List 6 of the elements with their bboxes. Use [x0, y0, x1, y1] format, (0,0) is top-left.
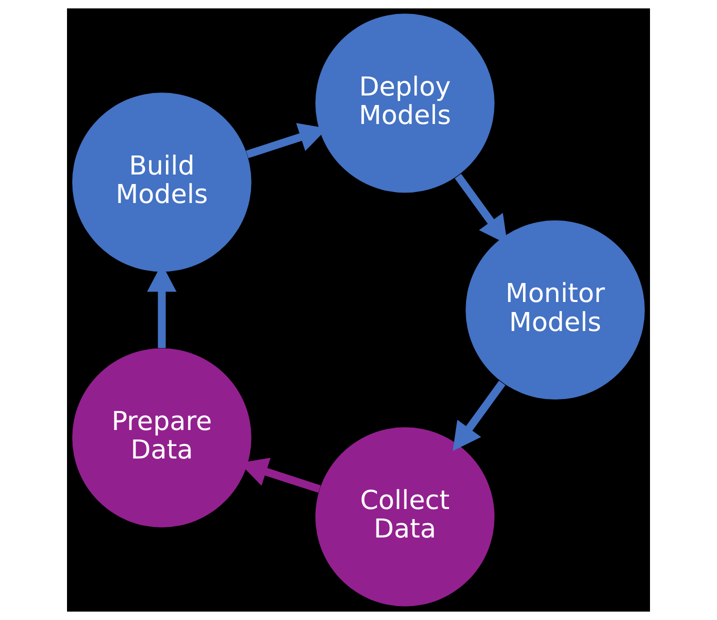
node-circle: Monitor Models: [466, 220, 645, 400]
node-circle: Deploy Models: [315, 14, 494, 193]
node-circle: Build Models: [72, 92, 252, 272]
node-circle: Prepare Data: [72, 348, 252, 528]
arrow: [452, 380, 506, 452]
node-circle: Collect Data: [315, 427, 494, 606]
